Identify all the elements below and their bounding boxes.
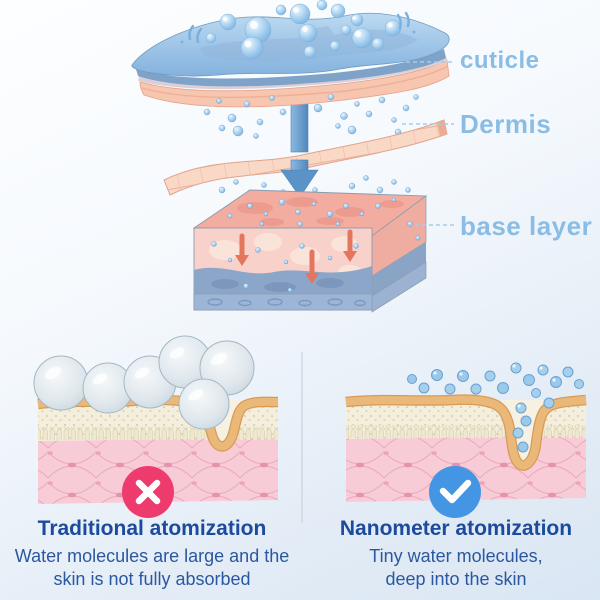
base-layer-illustration bbox=[192, 189, 428, 313]
surface-water-droplets bbox=[205, 0, 402, 60]
base-bottom-band bbox=[193, 293, 373, 311]
mid-water-droplets bbox=[203, 93, 419, 197]
cross-icon bbox=[135, 479, 161, 505]
splash-marks bbox=[180, 11, 416, 44]
cross-badge bbox=[122, 466, 174, 518]
nanometer-caption: Nanometer atomization Tiny water molecul… bbox=[312, 517, 600, 591]
check-badge bbox=[429, 466, 481, 518]
traditional-skin-illustration bbox=[33, 335, 279, 518]
cuticle-dark-edge bbox=[136, 49, 446, 87]
leader-lines bbox=[402, 61, 456, 226]
check-icon bbox=[439, 479, 472, 504]
traditional-desc-line1: Water molecules are large and the bbox=[14, 546, 290, 566]
tiny-water-molecules bbox=[407, 362, 584, 453]
nanometer-desc-line2: deep into the skin bbox=[385, 569, 527, 589]
label-dermis: Dermis bbox=[460, 109, 552, 139]
nanometer-skin-illustration bbox=[345, 362, 587, 518]
cuticle-layer-illustration bbox=[131, 12, 450, 108]
nanometer-title: Nanometer atomization bbox=[339, 517, 573, 540]
traditional-desc-line2: skin is not fully absorbed bbox=[53, 569, 251, 589]
large-water-bubbles bbox=[33, 335, 255, 430]
penetration-arrows bbox=[235, 229, 357, 284]
nanometer-desc-line1: Tiny water molecules, bbox=[369, 546, 543, 566]
absorption-arrow bbox=[280, 159, 319, 198]
base-water-droplets bbox=[211, 197, 421, 293]
traditional-title: Traditional atomization bbox=[37, 517, 267, 540]
cuticle-peach-underside bbox=[139, 59, 450, 108]
traditional-caption: Traditional atomization Water molecules … bbox=[8, 517, 296, 591]
base-right-face-blue bbox=[372, 242, 426, 296]
label-base-layer: base layer bbox=[460, 211, 593, 241]
label-cuticle: cuticle bbox=[460, 47, 540, 74]
